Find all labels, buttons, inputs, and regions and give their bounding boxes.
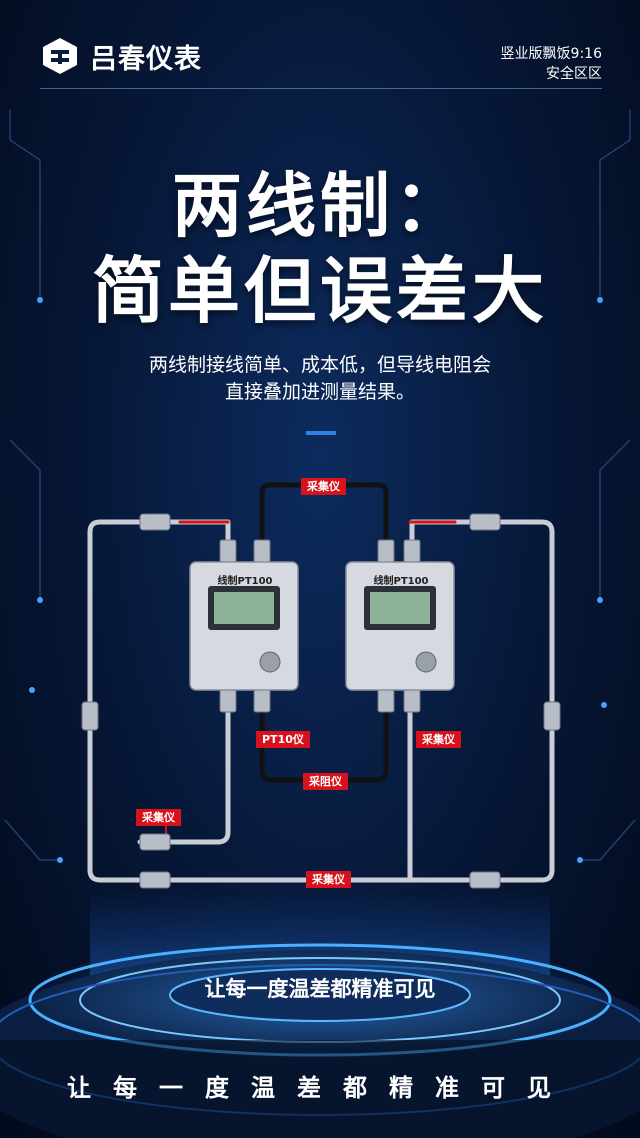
brand-logo-icon (43, 38, 77, 74)
brand: 吕春仪表 (40, 36, 202, 76)
tag-lower-left: 采集仪 (136, 809, 181, 826)
device-right-label: 线制PT100 (373, 576, 429, 587)
status-line-2: 安全区区 (546, 66, 602, 82)
tag-middle-left: PT10仪 (256, 731, 310, 748)
subtitle-line-1: 两线制接线简单、成本低，但导线电阻会 (148, 354, 491, 376)
headline-line-1: 两线制： (172, 165, 468, 247)
subtitle-line-2: 直接叠加进测量结果。 (224, 381, 415, 403)
headline-line-2: 简单但误差大 (91, 249, 548, 333)
footer-slogan: 让每一度温差都精准可见 (67, 1074, 573, 1102)
wiring-svg (81, 482, 561, 889)
header-divider (40, 88, 602, 89)
stage-slogan: 让每一度温差都精准可见 (204, 977, 436, 1001)
tag-middle-center: 采阻仪 (303, 773, 348, 790)
status-line-1: 竖业版飘饭9:16 (500, 46, 602, 62)
brand-name: 吕春仪表 (90, 43, 202, 75)
accent-dash (306, 431, 336, 435)
tag-middle-right: 采集仪 (416, 731, 461, 748)
status-text: 竖业版飘饭9:16 安全区区 (501, 44, 602, 84)
wiring-diagram: 线制PT100 线制PT100 采集仪 PT10仪 采阻仪 采集仪 采集仪 采集… (0, 470, 640, 900)
device-left-label: 线制PT100 (217, 576, 273, 587)
tag-bottom: 采集仪 (306, 871, 351, 888)
tag-top: 采集仪 (301, 478, 346, 495)
subtitle: 两线制接线简单、成本低，但导线电阻会 直接叠加进测量结果。 (0, 352, 640, 406)
